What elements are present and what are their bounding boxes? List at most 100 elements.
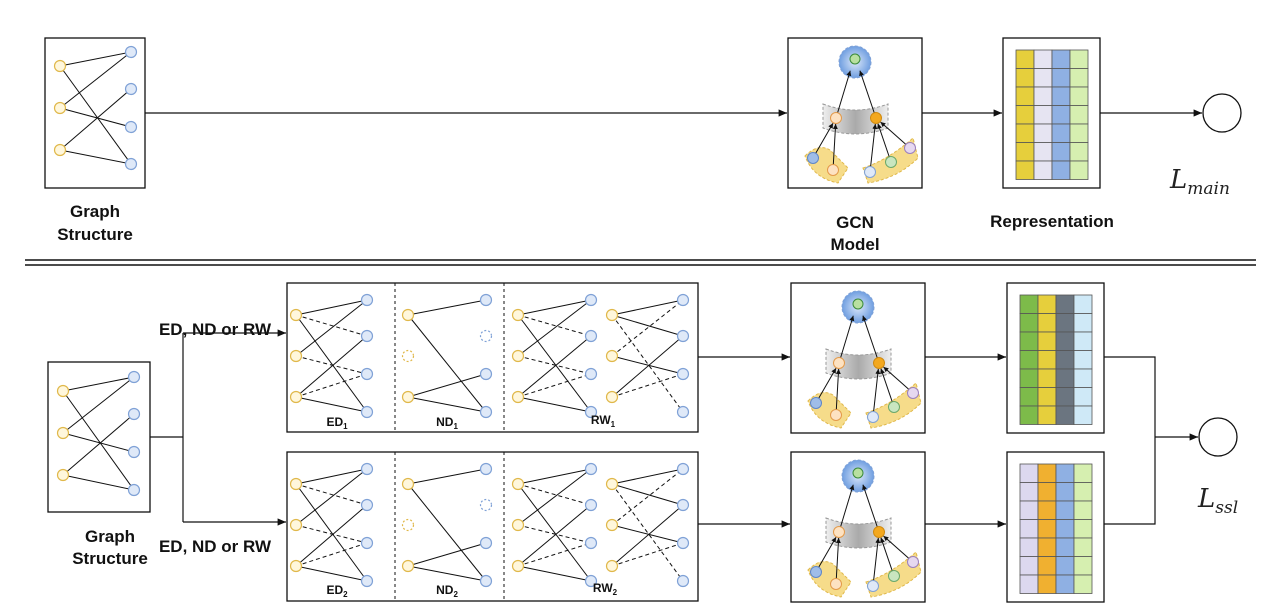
- embedding-cell: [1055, 482, 1075, 502]
- item-node: [479, 536, 493, 550]
- graph-edge: [59, 51, 132, 109]
- hop2-node: [867, 580, 879, 592]
- view1-ed-label: ED1: [326, 415, 348, 431]
- embedding-cell: [1019, 500, 1039, 520]
- embedding-cell: [1019, 313, 1039, 333]
- graph-edge: [295, 355, 368, 375]
- graph-edge: [295, 373, 368, 398]
- representation-label: Representation: [990, 212, 1114, 231]
- embedding-cell: [1069, 49, 1089, 69]
- user-node: [401, 477, 415, 491]
- user-node: [401, 559, 415, 573]
- embedding-cell: [1051, 68, 1071, 88]
- gcn-model-view2: [790, 451, 926, 603]
- embedding-cell: [1015, 160, 1035, 180]
- item-node: [127, 407, 141, 421]
- dropped-user-node: [401, 518, 415, 532]
- aggregation-arrow: [862, 484, 878, 528]
- embedding-cell: [1073, 556, 1093, 576]
- user-node: [289, 349, 303, 363]
- item-node: [584, 536, 598, 550]
- user-node: [56, 384, 70, 398]
- embedding-cell: [1069, 142, 1089, 162]
- graph-edge: [517, 396, 592, 413]
- graph-edge: [407, 314, 487, 413]
- embedding-cell: [1037, 500, 1057, 520]
- item-node: [676, 536, 690, 550]
- embedding-cell: [1015, 86, 1035, 106]
- item-node: [479, 367, 493, 381]
- embedding-cell: [1037, 574, 1057, 594]
- graph-edge: [517, 335, 592, 398]
- hop2-node: [904, 142, 916, 154]
- aggregation-arrow: [832, 123, 838, 166]
- item-node: [479, 405, 493, 419]
- user-node: [605, 390, 619, 404]
- hop2-node: [885, 156, 897, 168]
- embedding-cell: [1069, 86, 1089, 106]
- representation-view1: [1006, 282, 1105, 434]
- embedding-cell: [1019, 556, 1039, 576]
- graph-edge: [295, 299, 368, 357]
- graph-edge: [407, 483, 487, 582]
- embedding-cell: [1073, 537, 1093, 557]
- graph-edge: [295, 504, 368, 567]
- graph-edge: [517, 542, 592, 567]
- graph-edge: [517, 504, 592, 567]
- embedding-cell: [1051, 105, 1071, 125]
- embedding-cell: [1073, 482, 1093, 502]
- bottom-graph-label-2: Structure: [72, 549, 148, 568]
- item-node: [124, 120, 138, 134]
- graph-edge: [611, 299, 684, 357]
- embedding-cell: [1033, 142, 1053, 162]
- dropped-user-node: [401, 349, 415, 363]
- embedding-cell: [1055, 387, 1075, 407]
- graph-edge: [611, 468, 684, 485]
- branch-lines: [150, 333, 184, 522]
- embedding-cell: [1033, 160, 1053, 180]
- user-node: [401, 390, 415, 404]
- merge-lines: [1104, 356, 1156, 525]
- graph-edge: [62, 376, 135, 434]
- embedding-cell: [1037, 537, 1057, 557]
- graph-edge: [295, 483, 368, 506]
- graph-edge: [295, 483, 368, 582]
- embedding-cell: [1037, 556, 1057, 576]
- graph-edge: [517, 565, 592, 582]
- item-node: [479, 462, 493, 476]
- graph-edge: [517, 299, 592, 357]
- embedding-cell: [1019, 574, 1039, 594]
- user-node: [511, 518, 525, 532]
- embedding-cell: [1015, 49, 1035, 69]
- embedding-cell: [1073, 574, 1093, 594]
- augmented-view-1: [286, 282, 699, 433]
- ssl-loss-node: [1198, 417, 1238, 457]
- item-node: [676, 498, 690, 512]
- graph-edge: [517, 299, 592, 316]
- graph-edge: [517, 483, 592, 506]
- embedding-cell: [1055, 405, 1075, 425]
- graph-edge: [407, 299, 487, 316]
- user-node: [511, 390, 525, 404]
- embedding-cell: [1073, 331, 1093, 351]
- hop2-node: [907, 556, 919, 568]
- graph-edge: [611, 355, 684, 375]
- item-node: [584, 367, 598, 381]
- graph-edge: [407, 468, 487, 485]
- item-node: [360, 574, 374, 588]
- graph-edge: [611, 335, 684, 398]
- hop1-node: [830, 112, 842, 124]
- graph-edge: [62, 376, 135, 392]
- hop2-node: [867, 411, 879, 423]
- item-node: [360, 536, 374, 550]
- hop1-node: [870, 112, 882, 124]
- item-node: [676, 293, 690, 307]
- top-gcn-model: [787, 37, 923, 189]
- embedding-cell: [1015, 105, 1035, 125]
- graph-edge: [407, 396, 487, 413]
- graph-edge: [59, 65, 132, 165]
- user-node: [289, 308, 303, 322]
- hop2-node: [888, 401, 900, 413]
- item-node: [584, 293, 598, 307]
